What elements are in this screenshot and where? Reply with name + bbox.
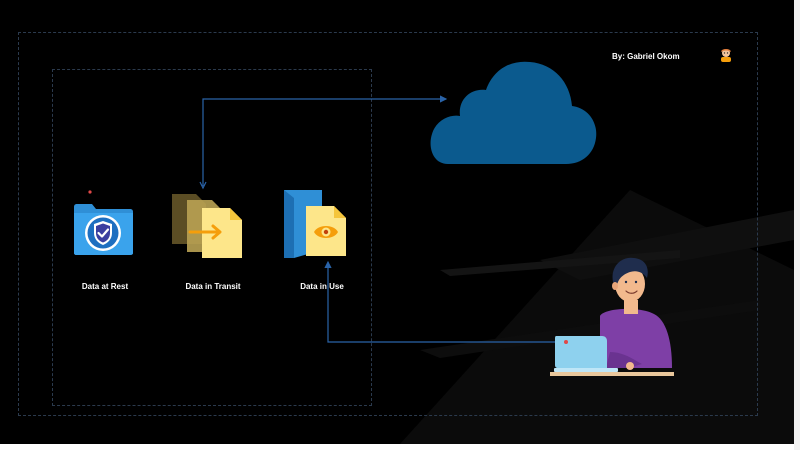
slide-background: By: Gabriel Okom Data at Rest: [0, 0, 794, 444]
folder-eye-icon: [284, 190, 346, 258]
data-states-boundary: [52, 69, 372, 406]
right-edge-strip: [794, 0, 800, 450]
background-texture: [400, 190, 794, 444]
state-label-rest: Data at Rest: [81, 282, 129, 291]
shield-folder-icon: [74, 204, 133, 255]
transit-arrow-start: [199, 181, 207, 190]
connector-lines: [88, 95, 556, 343]
outer-boundary: [18, 32, 758, 416]
transit-to-cloud-connector: [202, 95, 448, 186]
author-credit: By: Gabriel Okom: [612, 52, 680, 61]
state-label-transit: Data in Transit: [185, 282, 241, 291]
user-to-use-connector: [324, 260, 556, 343]
person-emoji-icon: [721, 49, 731, 62]
cloud-icon: [430, 61, 597, 164]
state-label-use: Data in Use: [300, 282, 344, 291]
user-with-laptop-illustration: [550, 257, 674, 376]
file-transfer-icon: [172, 194, 242, 258]
